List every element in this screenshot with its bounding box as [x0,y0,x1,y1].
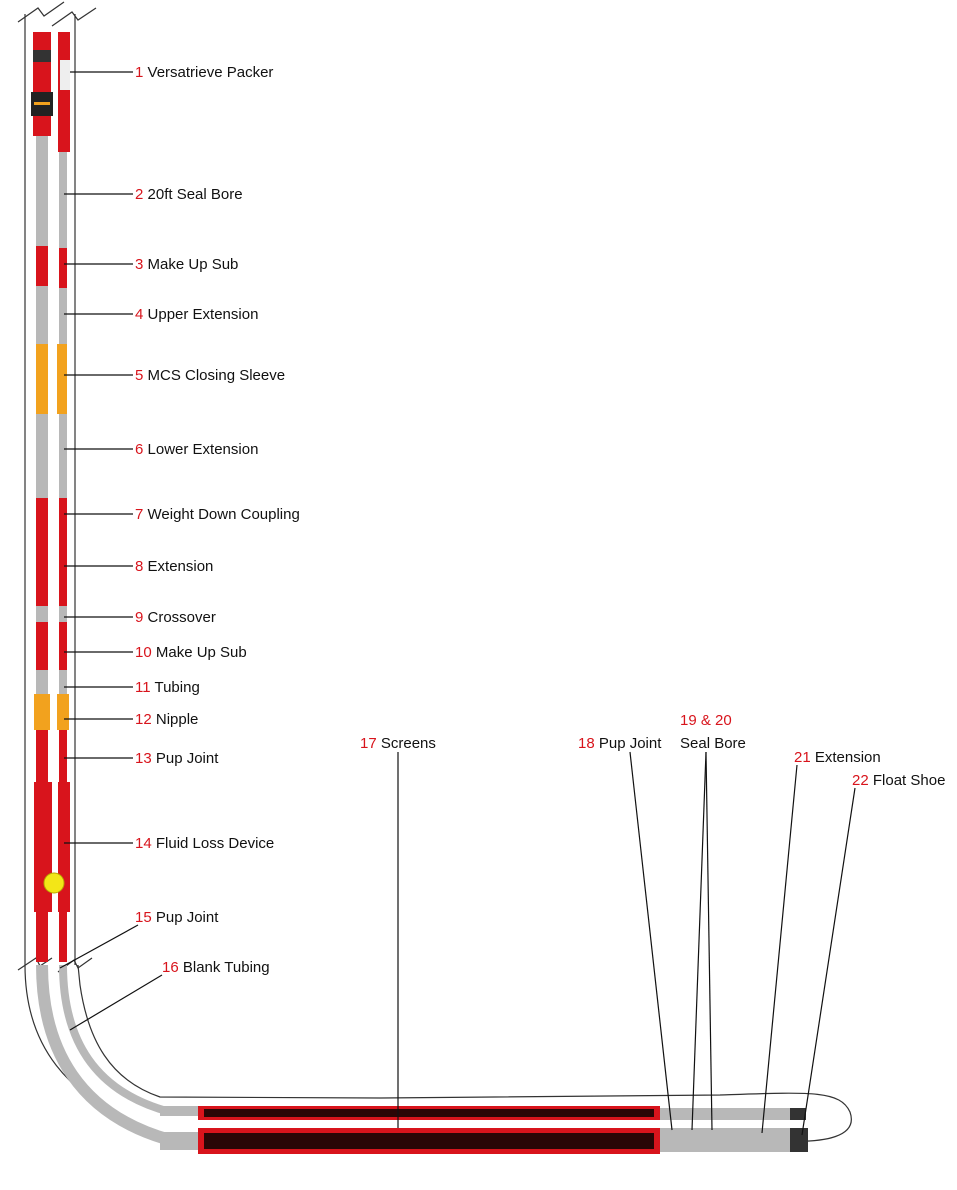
label-8: 8 Extension [135,558,213,575]
label-19-20-number: 19 & 20 [680,712,732,729]
label-10: 10 Make Up Sub [135,644,247,661]
label-15: 15 Pup Joint [135,909,219,926]
label-7: 7 Weight Down Coupling [135,506,300,523]
tool-string-vertical [31,32,70,962]
leader-lines [59,71,856,1136]
label-2: 2 20ft Seal Bore [135,186,243,203]
label-17: 17 Screens [360,735,436,752]
label-4: 4 Upper Extension [135,306,258,323]
label-11: 11 Tubing [135,679,200,696]
label-3: 3 Make Up Sub [135,256,238,273]
label-13: 13 Pup Joint [135,750,219,767]
label-18: 18 Pup Joint [578,735,662,752]
label-14: 14 Fluid Loss Device [135,835,274,852]
label-21: 21 Extension [794,749,881,766]
tool-string-horizontal [160,1106,808,1154]
label-5: 5 MCS Closing Sleeve [135,367,285,384]
label-9: 9 Crossover [135,609,216,626]
label-22: 22 Float Shoe [852,772,945,789]
label-12: 12 Nipple [135,711,198,728]
component-labels: 1 Versatrieve Packer 2 20ft Seal Bore 3 … [135,64,945,976]
label-6: 6 Lower Extension [135,441,258,458]
label-19-20-name: Seal Bore [680,735,746,752]
screen-mesh [204,1133,654,1149]
label-1: 1 Versatrieve Packer [135,64,273,81]
label-16: 16 Blank Tubing [162,959,270,976]
fluid-loss-ball-icon [43,872,65,894]
tubing-curve [36,964,172,1146]
